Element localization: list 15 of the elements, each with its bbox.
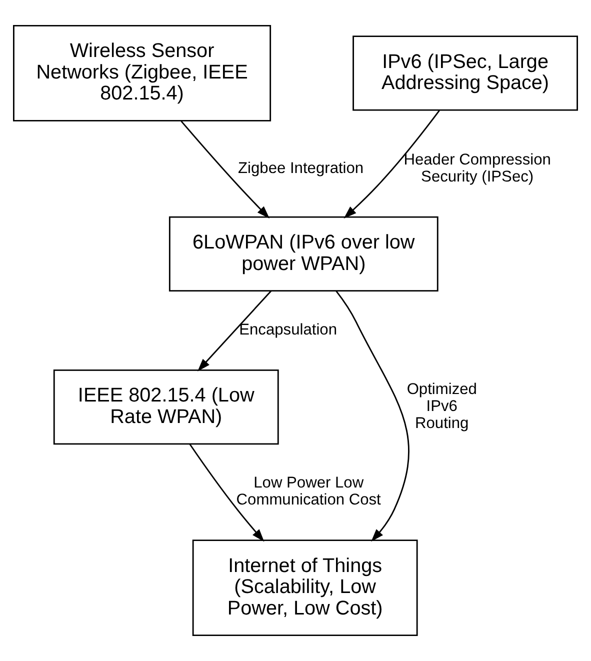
arrow [180, 120, 270, 218]
arrow [198, 290, 272, 372]
node-box: IPv6 (IPSec, Large Addressing Space) [352, 36, 578, 111]
edge-label: Low Power Low Communication Cost [236, 474, 381, 509]
node-box: 6LoWPAN (IPv6 over low power WPAN) [168, 216, 438, 292]
arrow [335, 290, 410, 542]
arrow [189, 444, 264, 542]
edge-label: Zigbee Integration [238, 160, 364, 177]
edge-label: Optimized IPv6 Routing [406, 381, 477, 432]
node-box: IEEE 802.15.4 (Low Rate WPAN) [53, 370, 279, 445]
edge-label: Header Compression Security (IPSec) [404, 151, 551, 186]
node-box: Wireless Sensor Networks (Zigbee, IEEE 802.15.4) [13, 24, 272, 122]
edge-label: Encapsulation [239, 321, 337, 338]
node-box: Internet of Things (Scalability, Low Power, Low Cost) [192, 540, 418, 636]
arrow [344, 110, 440, 218]
